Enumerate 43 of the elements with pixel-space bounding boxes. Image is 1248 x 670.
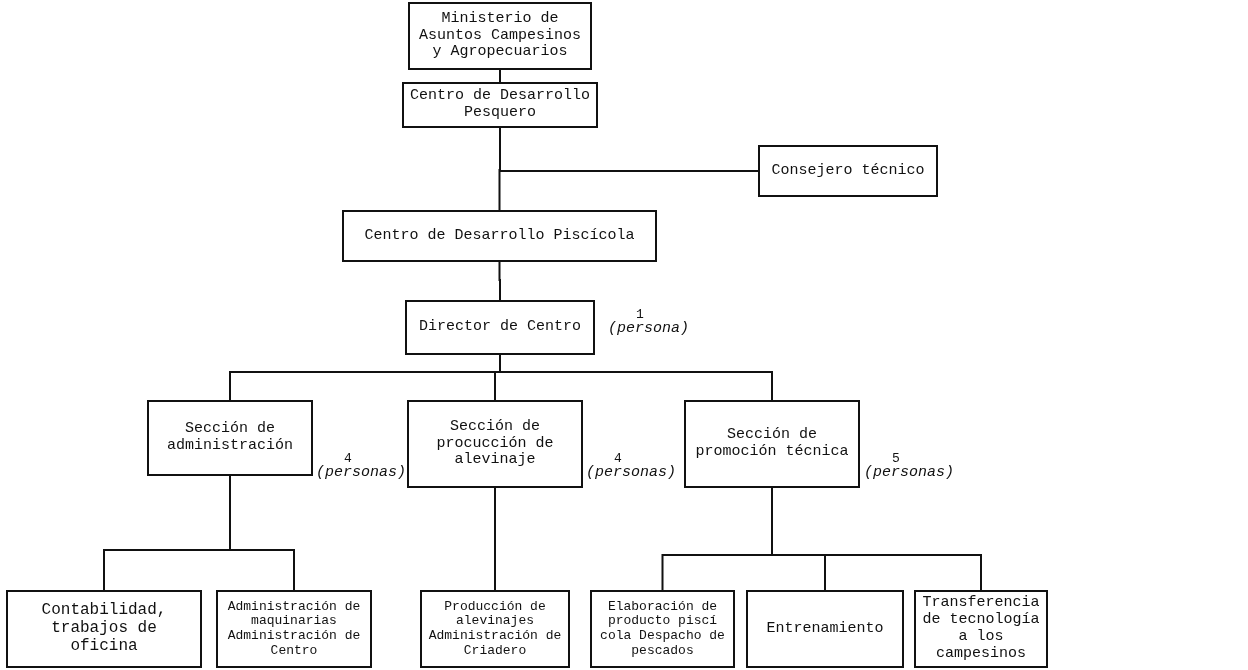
org-box [914, 590, 1048, 668]
box-label: Director de Centro [419, 319, 581, 336]
org-box [216, 590, 372, 668]
box-label: Entrenamiento [766, 620, 884, 638]
org-box [342, 210, 657, 262]
staff-count: 5 [892, 452, 900, 465]
org-box [402, 82, 598, 128]
box-label: Administración de maquinarias Administración de Centro [226, 599, 362, 659]
org-box [758, 145, 938, 197]
org-box [746, 590, 904, 668]
box-label: Sección de promoción técnica [694, 427, 850, 461]
box-label: Consejero técnico [771, 162, 925, 180]
box-label: Ministerio de Asuntos Campesinos y Agropecuarios [418, 10, 582, 62]
connector-line [771, 487, 982, 591]
box-label: Sección de procucción de alevinaje [435, 418, 555, 470]
box-label: Centro de Desarrollo Piscícola [364, 227, 635, 245]
box-label: Transferencia de tecnología a los campesinos [921, 595, 1041, 663]
org-box [684, 400, 860, 488]
staff-count: 1 [636, 308, 644, 321]
staff-note: (personas) [864, 465, 954, 480]
connector-line [499, 69, 501, 83]
org-box [405, 300, 595, 355]
org-box [407, 400, 583, 488]
org-box [590, 590, 735, 668]
org-box [408, 2, 592, 70]
box-label: Sección de administración [166, 421, 294, 455]
connector-line [499, 127, 759, 172]
connector-line [229, 475, 295, 591]
staff-count: 4 [614, 452, 622, 465]
org-box [420, 590, 570, 668]
box-label: Centro de Desarrollo Pesquero [409, 88, 591, 122]
connector-line [498, 261, 501, 301]
connector-line [494, 487, 496, 591]
staff-note: (persona) [608, 321, 689, 336]
box-label: Producción de alevinajes Administración de Criadero [427, 599, 563, 659]
org-box [6, 590, 202, 668]
connector-line [499, 354, 773, 401]
staff-note: (personas) [316, 465, 406, 480]
box-label: Elaboración de producto piscí cola Despacho de pescados [599, 599, 726, 659]
org-box [147, 400, 313, 476]
staff-count: 4 [344, 452, 352, 465]
staff-note: (personas) [586, 465, 676, 480]
box-label: Contabilidad, trabajos de oficina [40, 602, 168, 656]
